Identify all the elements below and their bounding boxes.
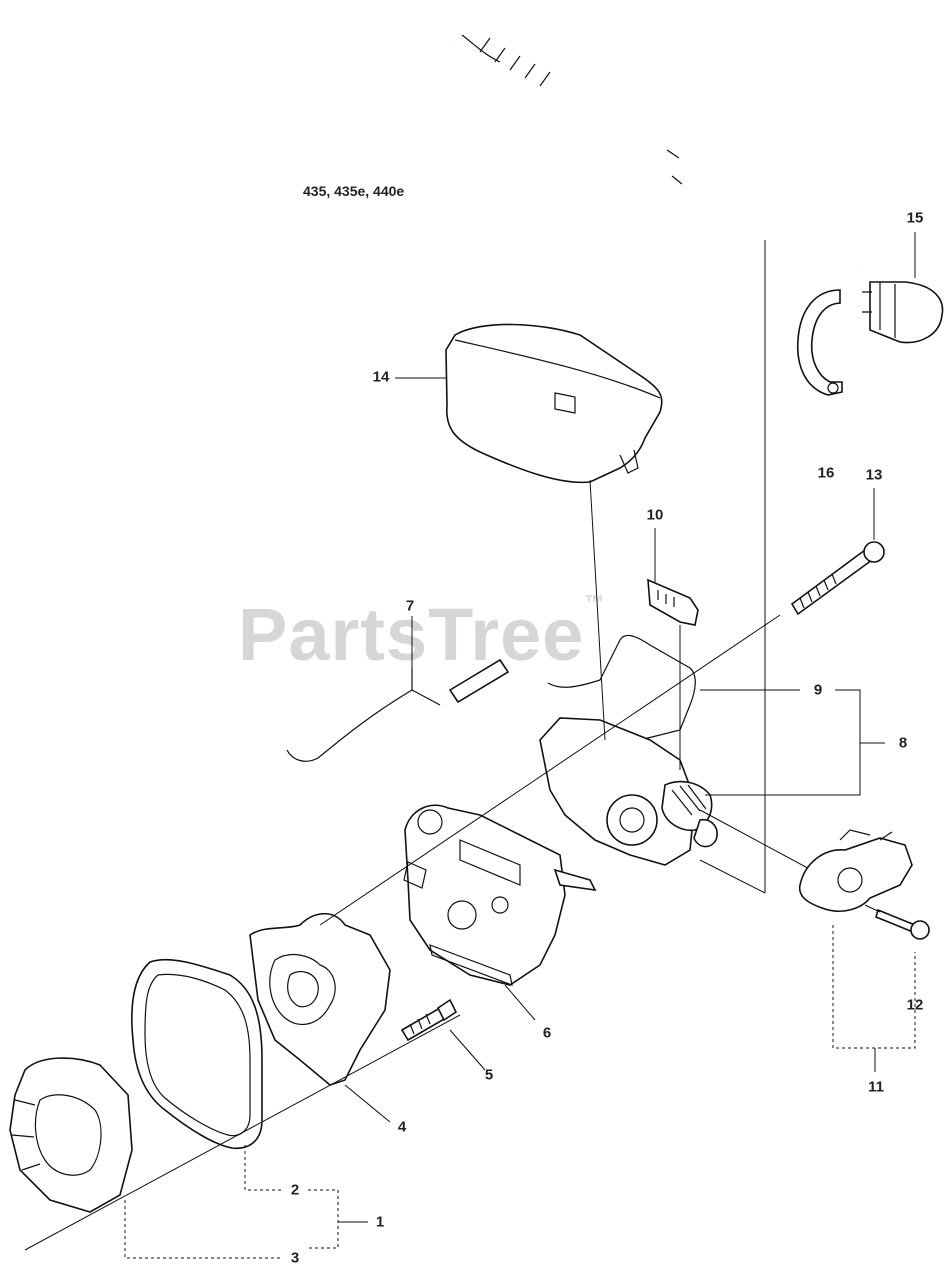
callout-3: 3 [290, 1249, 300, 1267]
air-filter-cover-part [445, 323, 663, 484]
callout-14: 14 [372, 368, 390, 386]
callout-2: 2 [290, 1181, 300, 1199]
watermark-text: PartsTree [238, 593, 585, 676]
choke-rod-part [547, 634, 696, 741]
callout-10: 10 [646, 506, 664, 524]
fuel-hose-part [796, 289, 843, 396]
short-screw-part [400, 998, 458, 1042]
callout-7: 7 [405, 597, 415, 615]
callout-12: 12 [906, 996, 924, 1014]
small-screw-part [864, 904, 930, 940]
leader-lines [124, 232, 916, 1259]
model-numbers: 435, 435e, 440e [303, 183, 405, 199]
axis-line-mid [319, 614, 781, 926]
choke-clip-part [647, 578, 699, 626]
axis-line-lower [699, 859, 766, 894]
throttle-cable-part [453, 34, 862, 272]
callout-13: 13 [865, 466, 883, 484]
callout-15: 15 [906, 209, 924, 227]
callout-11: 11 [868, 1078, 884, 1096]
axis-line-cover [589, 479, 606, 741]
insulator-block-part [249, 912, 391, 1086]
partstree-watermark: PartsTree™ [238, 592, 605, 677]
callout-6: 6 [542, 1024, 552, 1042]
long-screw-part [790, 541, 885, 616]
callout-16: 16 [817, 464, 835, 482]
callout-8: 8 [898, 734, 908, 752]
air-filter-part [131, 958, 263, 1149]
throttle-rod-part [286, 658, 510, 762]
callout-4: 4 [397, 1118, 407, 1136]
watermark-trademark: ™ [584, 592, 606, 614]
intake-adapter-part [539, 717, 718, 866]
callout-9: 9 [813, 681, 823, 699]
axis-line-front [24, 1014, 461, 1251]
callout-5: 5 [484, 1066, 494, 1084]
choke-lever-part [798, 829, 913, 912]
callout-1: 1 [375, 1213, 385, 1231]
filter-holder-part [9, 1057, 133, 1213]
primer-bulb-part [862, 281, 944, 344]
carburetor-part [403, 804, 597, 986]
